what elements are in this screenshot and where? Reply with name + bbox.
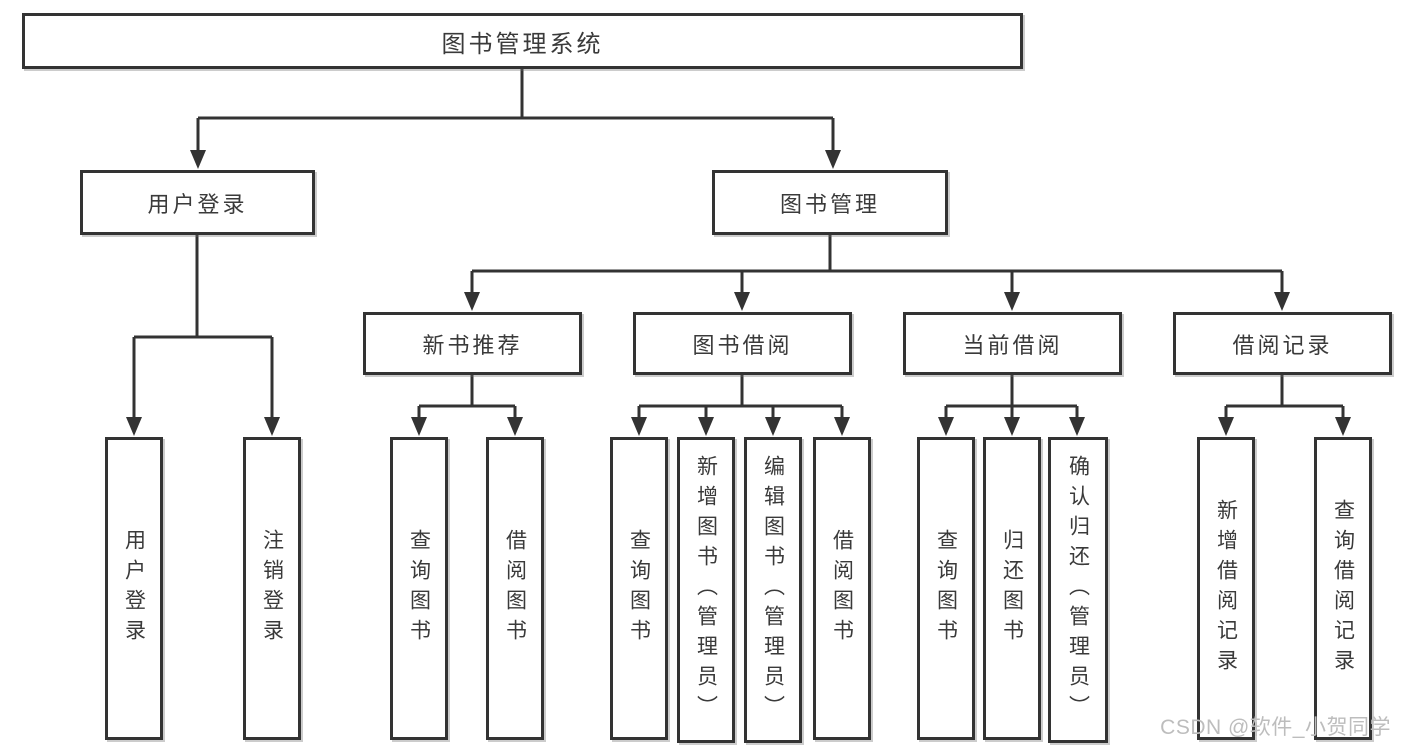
node-label: 查询图书 [934,528,958,649]
node-new-book-recommendation: 新书推荐 [363,312,582,375]
node-label: 图书管理系统 [441,30,604,58]
node-label: 用户登录 [122,528,146,649]
node-label: 确认归还（管理员） [1066,455,1090,725]
node-label: 借阅图书 [830,528,854,649]
node-leaf-query-books-current: 查询图书 [917,437,975,740]
node-leaf-borrow-books-recommend: 借阅图书 [486,437,544,740]
csdn-watermark: CSDN @软件_小贺同学 [1160,716,1391,739]
node-label: 归还图书 [1000,528,1024,649]
node-label: 查询图书 [627,528,651,649]
node-borrowing-records: 借阅记录 [1173,312,1392,375]
node-leaf-borrow-books: 借阅图书 [813,437,871,740]
node-label: 注销登录 [260,528,284,649]
node-label: 新增借阅记录 [1214,498,1238,679]
node-leaf-add-books-admin: 新增图书（管理员） [677,437,735,743]
node-label: 当前借阅 [962,332,1063,358]
node-leaf-query-books-borrowing: 查询图书 [610,437,668,740]
node-label: 查询借阅记录 [1331,498,1355,679]
node-current-borrowing: 当前借阅 [903,312,1122,375]
node-label: 查询图书 [407,528,431,649]
node-leaf-confirm-return-admin: 确认归还（管理员） [1048,437,1108,743]
node-book-borrowing: 图书借阅 [633,312,852,375]
node-leaf-user-login: 用户登录 [105,437,163,740]
node-leaf-edit-books-admin: 编辑图书（管理员） [744,437,802,743]
node-label: 借阅图书 [503,528,527,649]
node-leaf-query-borrow-record: 查询借阅记录 [1314,437,1372,740]
node-leaf-query-books-recommend: 查询图书 [390,437,448,740]
node-leaf-logout: 注销登录 [243,437,301,740]
node-user-login-module: 用户登录 [80,170,315,235]
node-label: 新书推荐 [422,332,523,358]
node-book-management-module: 图书管理 [712,170,948,235]
node-label: 编辑图书（管理员） [761,455,785,725]
node-library-management-system: 图书管理系统 [22,13,1023,69]
node-leaf-add-borrow-record: 新增借阅记录 [1197,437,1255,740]
node-label: 图书借阅 [692,332,793,358]
node-leaf-return-books: 归还图书 [983,437,1041,740]
node-label: 借阅记录 [1232,332,1333,358]
node-label: 用户登录 [147,191,248,217]
node-label: 图书管理 [779,191,880,217]
node-label: 新增图书（管理员） [694,455,718,725]
